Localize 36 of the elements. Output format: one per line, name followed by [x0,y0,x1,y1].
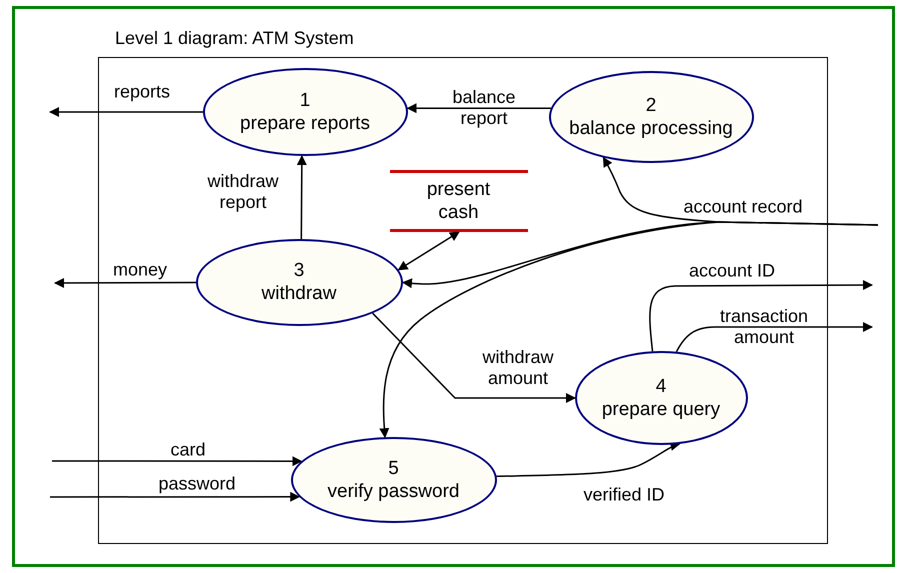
process-label: prepare reports [240,112,370,134]
edge-label: account ID [688,260,776,282]
data-store-label: present cash [426,178,492,224]
data-store [390,170,528,232]
data-flow-arrow [296,155,307,239]
process-label: verify password [328,480,460,502]
data-flow-arrow [52,456,302,466]
boundary-label: Level 1 diagram: ATM System [115,28,354,49]
process-label: prepare query [602,398,720,420]
edge-label: withdraw amount [481,347,555,389]
data-flow-arrow [676,322,873,352]
data-flow-arrow [372,312,576,403]
data-flow-arrow [406,103,551,114]
data-flow-arrow [496,442,680,478]
data-flow-arrow [49,107,203,117]
data-flow-arrow [649,280,873,352]
edge-label: password [157,474,237,494]
edge-label: reports [112,82,172,102]
process-number: 5 [388,456,399,480]
edge-label: balance report [451,87,517,129]
process-label: balance processing [569,116,733,140]
data-flow-arrow [54,278,196,288]
edge-label: verified ID [582,484,666,506]
process-number: 4 [656,374,666,398]
edge-label: account record [682,196,804,218]
edge-label: card [169,440,206,460]
edge-label: money [112,260,168,280]
data-flow-arrow [398,231,460,270]
edge-label: transaction amount [718,306,810,348]
edge-label: withdraw report [206,171,280,213]
process-number: 3 [294,259,304,282]
data-flow-arrow [50,492,300,502]
process-number: 2 [646,94,656,116]
process-number: 1 [300,88,310,112]
process-label: withdraw [262,282,336,305]
data-flow-arrow [379,221,878,438]
